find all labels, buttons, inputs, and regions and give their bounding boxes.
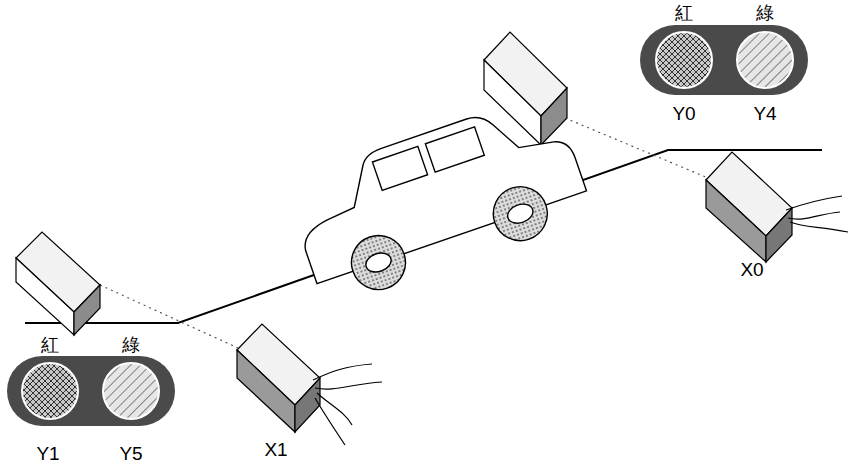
signal-label: Y5 xyxy=(119,444,142,465)
light-beam xyxy=(565,118,708,178)
photo-receiver xyxy=(706,152,848,262)
lamp-color-label: 紅 xyxy=(675,3,693,23)
photo-receiver xyxy=(237,324,382,445)
signal-label: Y4 xyxy=(753,104,776,125)
lamp-color-label: 綠 xyxy=(756,3,774,23)
signal-label: Y0 xyxy=(672,104,695,125)
signal-label: X1 xyxy=(264,440,287,461)
light-beam xyxy=(100,285,238,348)
traffic-light xyxy=(640,25,808,95)
photo-emitter xyxy=(16,232,100,335)
lamp-color-label: 綠 xyxy=(122,335,140,355)
signal-label: X0 xyxy=(740,260,763,281)
car xyxy=(282,90,595,309)
lamp-color-label: 紅 xyxy=(41,335,59,355)
signal-label: Y1 xyxy=(36,444,59,465)
traffic-light xyxy=(7,356,175,426)
